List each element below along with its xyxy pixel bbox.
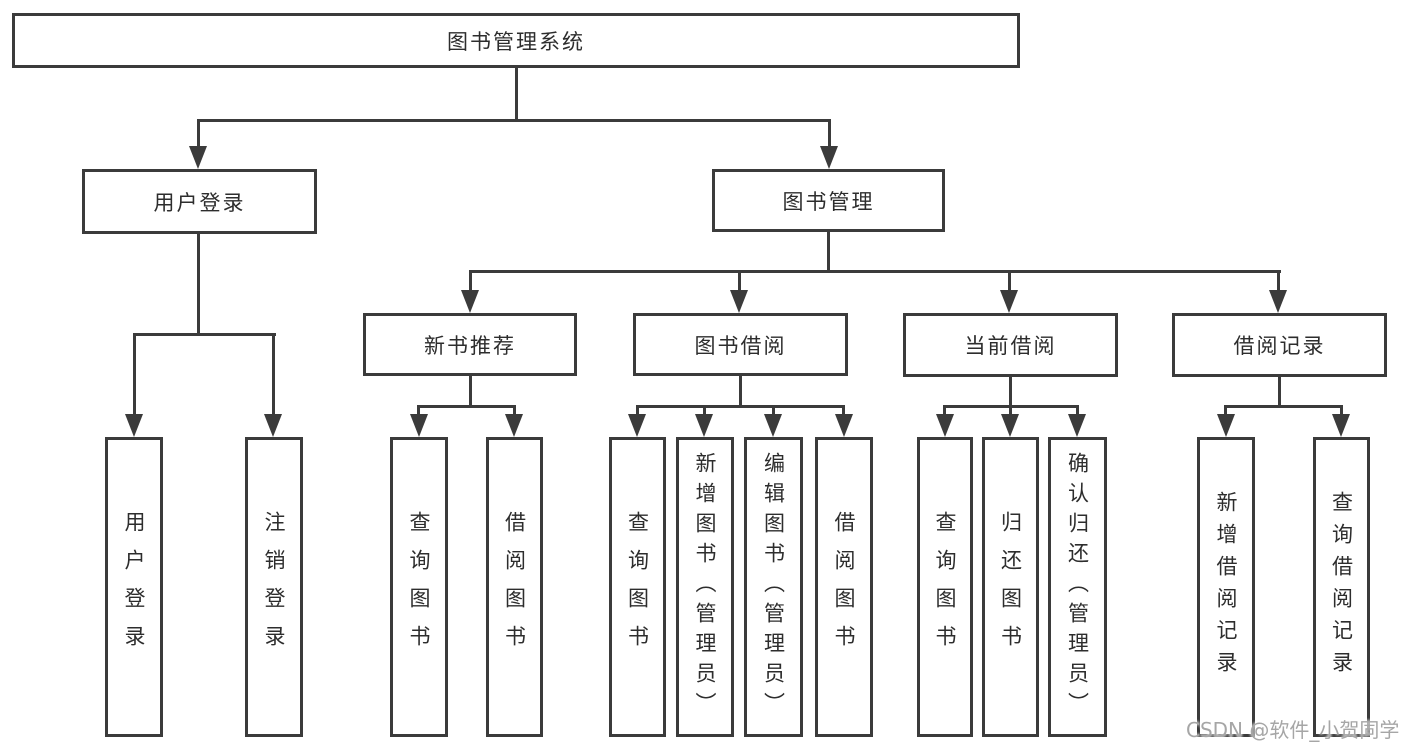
node-label: 借阅记录	[1233, 334, 1326, 358]
node-label: 查询借阅记录	[1329, 491, 1354, 683]
connector-l3-drop	[469, 270, 472, 293]
leaf-logout: 注销登录	[245, 437, 303, 737]
arrow-down-icon	[264, 414, 282, 437]
node-new-book-recommendation: 新书推荐	[363, 313, 577, 376]
connector-leaf-drop	[272, 333, 275, 417]
connector-leaf-drop	[636, 405, 639, 417]
connector-current-stem	[1009, 375, 1012, 408]
connector-leaf-drop	[943, 405, 946, 417]
connector-l3-drop	[1008, 270, 1011, 293]
arrow-down-icon	[410, 414, 428, 437]
connector-leaf-drop	[703, 405, 706, 417]
arrow-down-icon	[820, 146, 838, 169]
connector-leaf-drop	[842, 405, 845, 417]
arrow-down-icon	[695, 414, 713, 437]
node-current-borrowing: 当前借阅	[903, 313, 1118, 377]
node-label: 确认归还（管理员）	[1065, 452, 1090, 722]
watermark: CSDN @软件_小贺同学	[1186, 718, 1400, 742]
node-label: 新增图书（管理员）	[693, 452, 717, 722]
leaf-add-book-admin: 新增图书（管理员）	[676, 437, 734, 737]
leaf-query-books-current: 查询图书	[917, 437, 973, 737]
node-label: 图书管理	[782, 189, 875, 214]
arrow-down-icon	[1269, 290, 1287, 313]
node-label: 查询图书	[625, 511, 650, 663]
connector-new-book-stem	[469, 374, 472, 408]
connector-new-book-rail	[417, 405, 516, 408]
leaf-query-books-recommend: 查询图书	[390, 437, 448, 737]
leaf-borrow-books: 借阅图书	[815, 437, 873, 737]
connector-book-mgmt-drop	[828, 119, 831, 149]
node-label: 当前借阅	[964, 334, 1057, 358]
arrow-down-icon	[1332, 414, 1350, 437]
arrow-down-icon	[505, 414, 523, 437]
node-label: 借阅图书	[502, 511, 527, 663]
node-borrowing-records: 借阅记录	[1172, 313, 1387, 377]
arrow-down-icon	[1068, 414, 1086, 437]
connector-leaf-drop	[513, 405, 516, 417]
arrow-down-icon	[628, 414, 646, 437]
connector-user-login-drop	[197, 119, 200, 149]
node-label: 用户登录	[153, 190, 246, 215]
arrow-down-icon	[461, 290, 479, 313]
connector-leaf-drop	[1340, 405, 1343, 417]
connector-leaf-drop	[1224, 405, 1227, 417]
node-label: 编辑图书（管理员）	[761, 452, 786, 722]
arrow-down-icon	[125, 414, 143, 437]
connector-leaf-drop	[1009, 405, 1012, 417]
arrow-down-icon	[189, 146, 207, 169]
leaf-query-borrow-record: 查询借阅记录	[1313, 437, 1370, 737]
node-label: 用户登录	[122, 511, 146, 663]
connector-root-rail	[197, 119, 831, 122]
connector-book-mgmt-rail	[469, 270, 1281, 273]
node-book-management: 图书管理	[712, 169, 945, 232]
leaf-add-borrow-record: 新增借阅记录	[1197, 437, 1255, 737]
arrow-down-icon	[936, 414, 954, 437]
node-label: 图书管理系统	[447, 29, 585, 54]
leaf-return-books: 归还图书	[982, 437, 1039, 737]
node-user-login: 用户登录	[82, 169, 317, 234]
node-label: 归还图书	[998, 511, 1023, 663]
connector-borrow-rail	[636, 405, 845, 408]
connector-records-rail	[1225, 405, 1343, 408]
connector-book-mgmt-stem	[827, 230, 830, 273]
leaf-query-books-borrowing: 查询图书	[609, 437, 666, 737]
node-library-management-system: 图书管理系统	[12, 13, 1020, 68]
connector-leaf-drop	[417, 405, 420, 417]
node-label: 查询图书	[407, 511, 431, 663]
arrow-down-icon	[1000, 290, 1018, 313]
connector-leaf-drop	[133, 333, 136, 417]
arrow-down-icon	[1217, 414, 1235, 437]
connector-l3-drop	[1277, 270, 1280, 293]
connector-user-login-rail	[133, 333, 276, 336]
node-label: 图书借阅	[694, 333, 787, 358]
leaf-user-login: 用户登录	[105, 437, 163, 737]
node-label: 新增借阅记录	[1214, 491, 1238, 683]
connector-borrow-stem	[739, 374, 742, 408]
connector-records-stem	[1278, 375, 1281, 408]
connector-leaf-drop	[1076, 405, 1079, 417]
connector-leaf-drop	[772, 405, 775, 417]
arrow-down-icon	[764, 414, 782, 437]
node-label: 新书推荐	[424, 333, 516, 358]
leaf-edit-book-admin: 编辑图书（管理员）	[744, 437, 803, 737]
leaf-confirm-return-admin: 确认归还（管理员）	[1048, 437, 1107, 737]
connector-root-stem	[515, 68, 518, 121]
node-label: 查询图书	[933, 511, 957, 663]
arrow-down-icon	[1001, 414, 1019, 437]
node-label: 注销登录	[262, 511, 286, 663]
connector-user-login-stem	[197, 232, 200, 336]
connector-l3-drop	[738, 270, 741, 293]
arrow-down-icon	[730, 290, 748, 313]
leaf-borrow-books-recommend: 借阅图书	[486, 437, 543, 737]
arrow-down-icon	[835, 414, 853, 437]
node-book-borrowing: 图书借阅	[633, 313, 848, 376]
node-label: 借阅图书	[832, 511, 856, 663]
